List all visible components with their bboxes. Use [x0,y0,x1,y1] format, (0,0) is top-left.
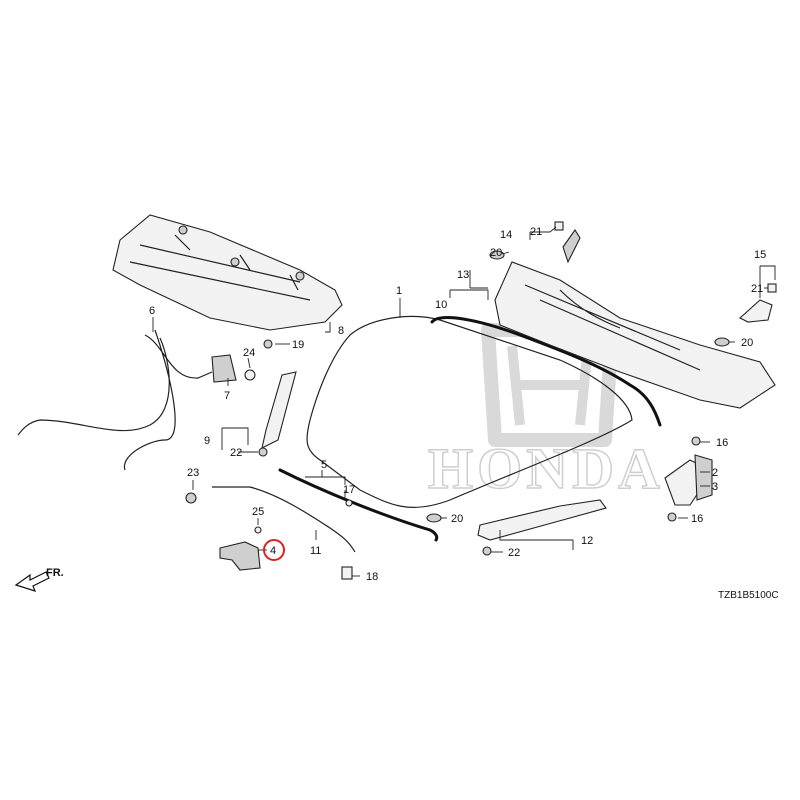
front-garnish-part[interactable] [477,499,607,541]
part-label-22a[interactable]: 22 [230,447,242,459]
front-direction-arrow: FR. [14,567,64,592]
diagram-code: TZB1B5100C [718,590,779,601]
leader-lines [152,226,776,577]
hood-insulator-part[interactable] [112,214,343,331]
part-label-10[interactable]: 10 [435,299,447,311]
part-label-21b[interactable]: 21 [751,283,763,295]
cowl-corner-cap-part[interactable] [739,299,773,323]
part-label-17[interactable]: 17 [343,484,355,496]
part-label-19[interactable]: 19 [292,339,304,351]
cowl-seal-part[interactable] [430,316,662,427]
bolt-23 [185,492,197,504]
clip-24 [244,369,256,381]
hood-front-seal-part[interactable] [278,468,439,542]
cowl-top-part[interactable] [494,261,776,409]
part-label-5[interactable]: 5 [321,459,327,471]
rod-holder-18 [341,566,353,580]
hood-hinge-part[interactable] [664,454,713,506]
hood-support-rod-part[interactable] [212,486,356,553]
clip-19 [263,339,273,349]
clip-21a [554,221,564,231]
part-label-2[interactable]: 2 [712,467,718,479]
front-direction-label: FR. [46,567,64,579]
hood-panel-part[interactable] [306,315,633,508]
highlight-ring [263,539,285,561]
clip-20b [714,337,730,347]
clip-20c [426,513,442,523]
part-label-8[interactable]: 8 [338,325,344,337]
part-label-11[interactable]: 11 [310,545,321,557]
part-label-7[interactable]: 7 [224,390,230,402]
part-label-18[interactable]: 18 [366,571,378,583]
part-label-1[interactable]: 1 [396,285,402,297]
brand-wordmark: HONDA [428,436,664,501]
clip-20a [489,250,505,260]
part-label-22b[interactable]: 22 [508,547,520,559]
part-label-24[interactable]: 24 [243,347,255,359]
part-label-16a[interactable]: 16 [716,437,728,449]
part-label-23[interactable]: 23 [187,467,199,479]
part-label-3[interactable]: 3 [712,481,718,493]
part-label-4[interactable]: 4 [270,545,276,557]
clip-17 [345,499,353,507]
part-label-25[interactable]: 25 [252,506,264,518]
hood-release-cable-part[interactable] [17,329,213,471]
hood-latch-part[interactable] [219,541,261,571]
part-label-20c[interactable]: 20 [451,513,463,525]
part-number-labels: 1 2 3 4 5 6 7 8 9 10 11 12 13 14 15 16 1… [149,226,766,583]
part-label-15[interactable]: 15 [754,249,766,261]
part-label-20a[interactable]: 20 [490,247,502,259]
hood-latch-bracket-part[interactable] [211,354,237,383]
part-label-9[interactable]: 9 [204,435,210,447]
part-label-20b[interactable]: 20 [741,337,753,349]
part-label-6[interactable]: 6 [149,305,155,317]
part-label-13[interactable]: 13 [457,269,469,281]
clip-21b [767,283,777,293]
part-label-21a[interactable]: 21 [530,226,542,238]
part-label-12[interactable]: 12 [581,535,593,547]
hood-side-seal-part[interactable] [261,371,297,450]
part-label-14[interactable]: 14 [500,229,512,241]
cowl-side-piece-part[interactable] [562,229,581,264]
part-label-16b[interactable]: 16 [691,513,703,525]
